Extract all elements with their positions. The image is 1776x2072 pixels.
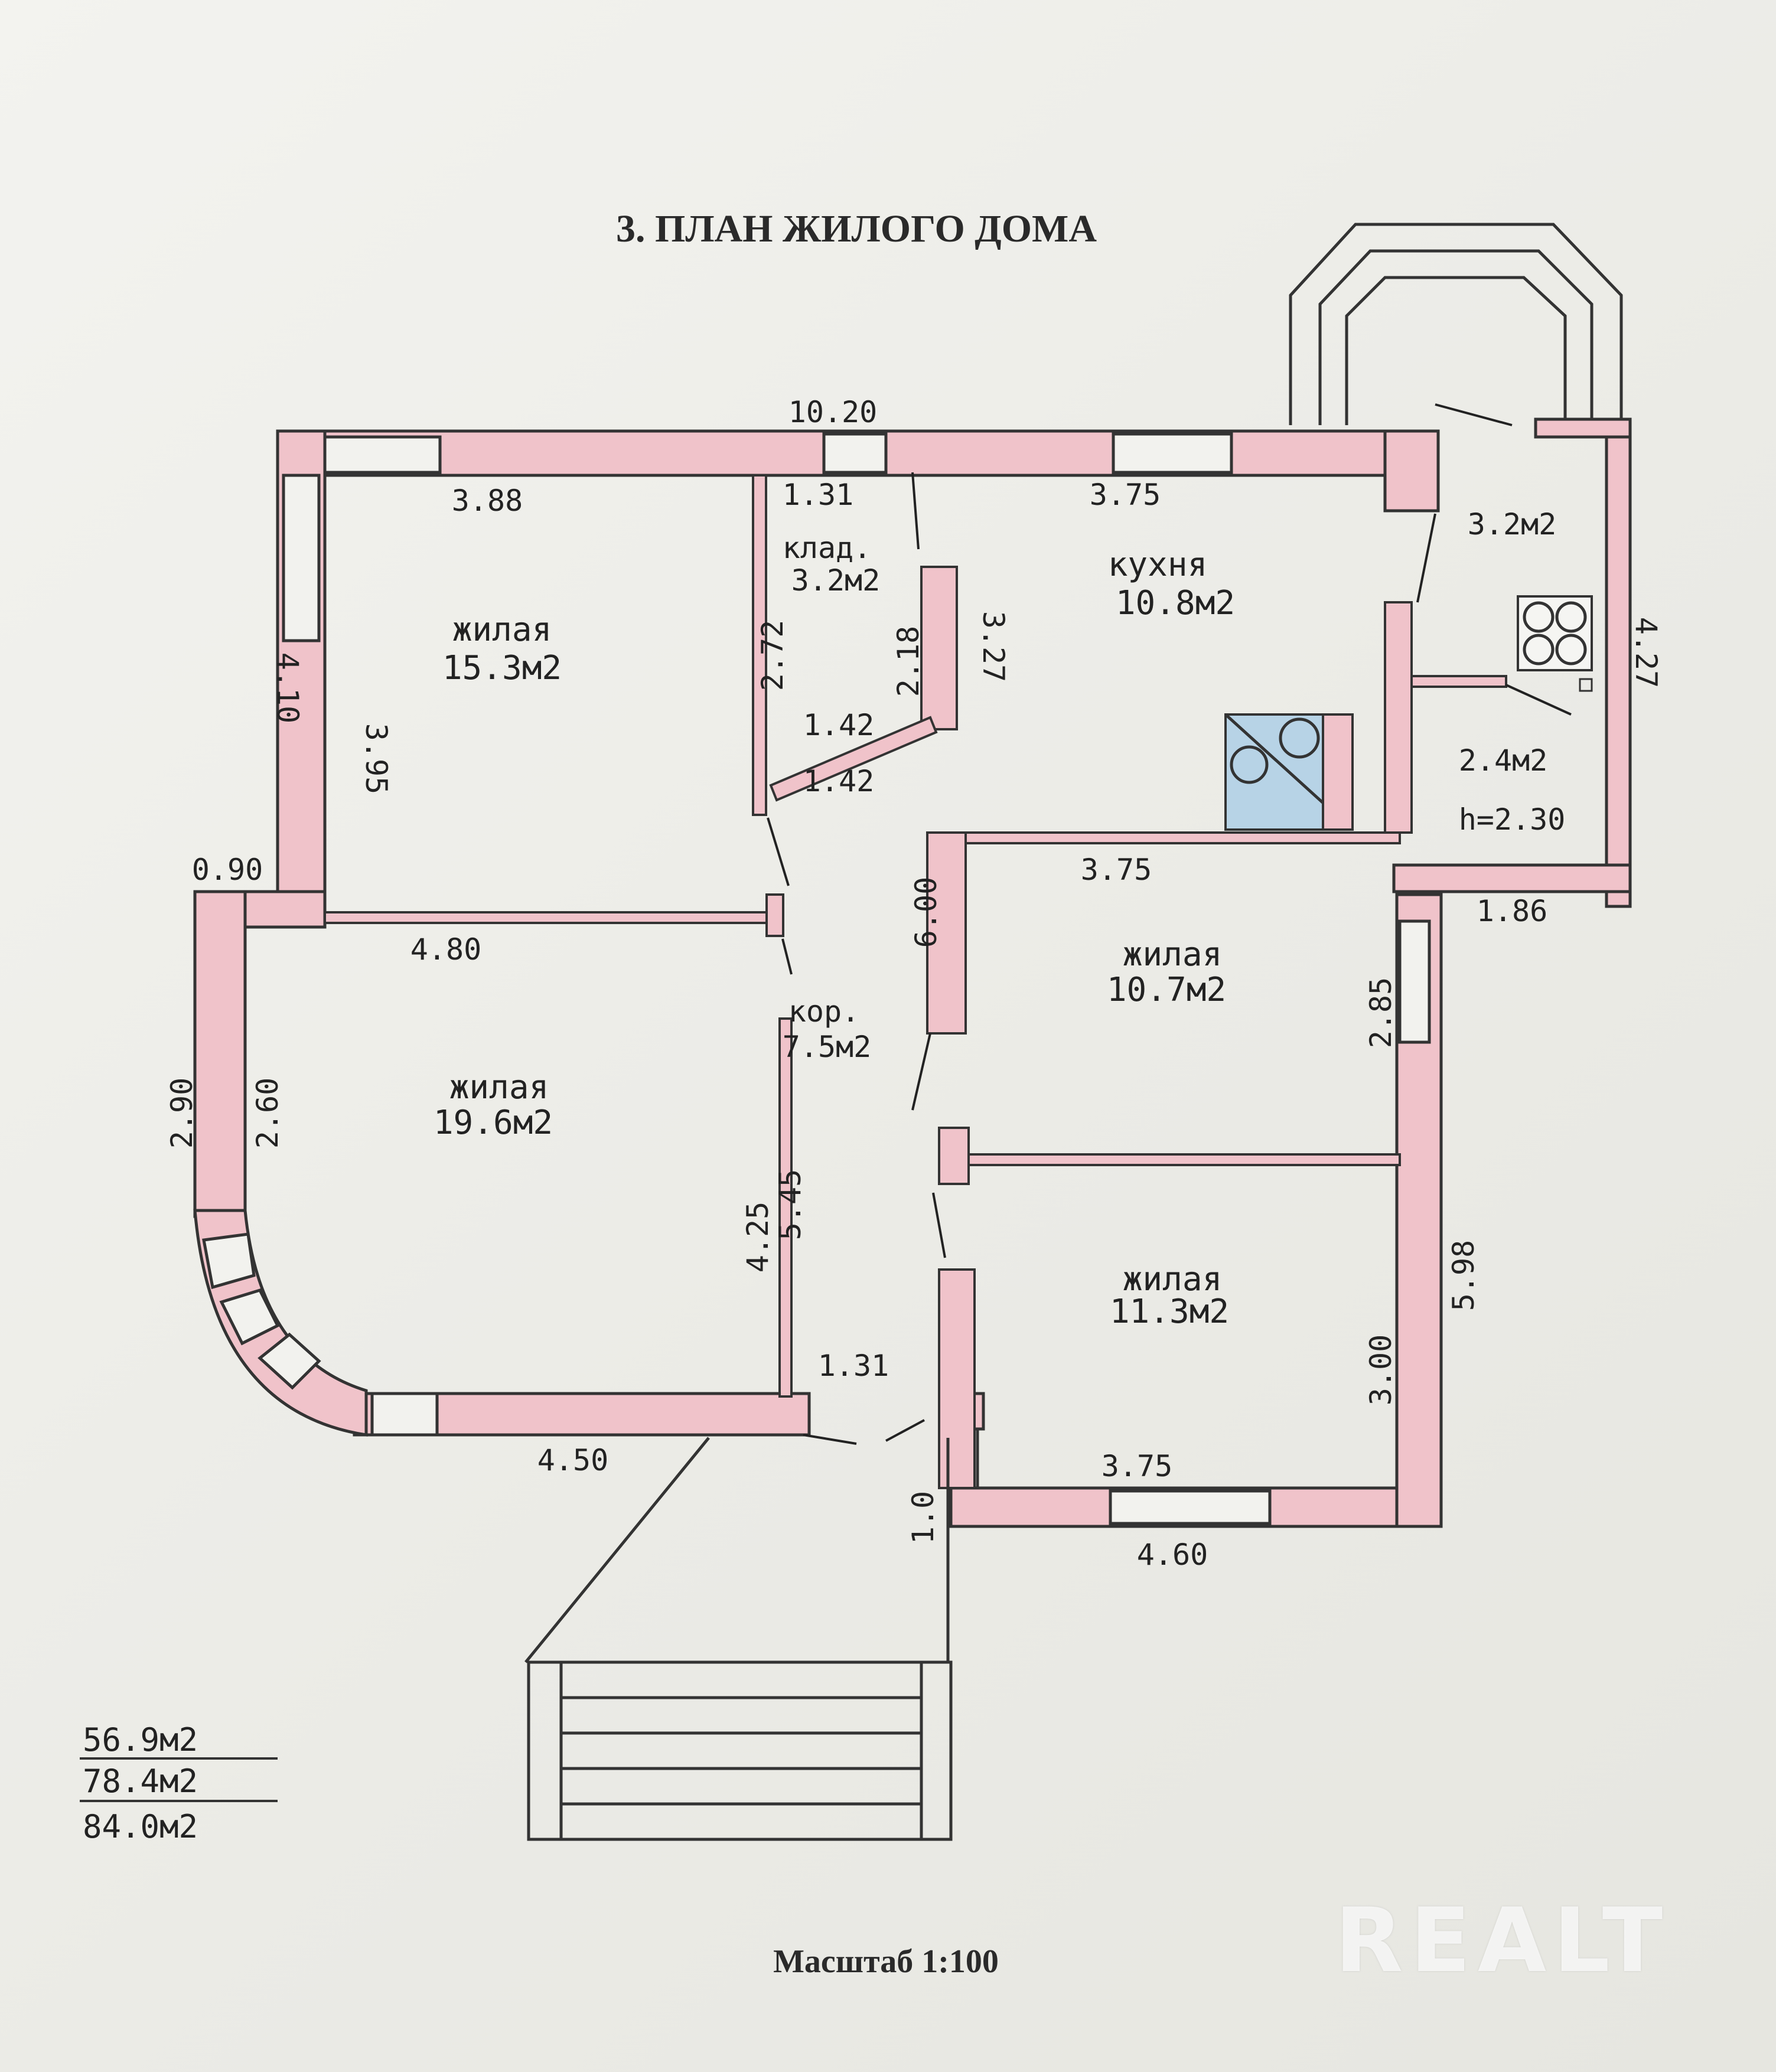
dim-storage-h2: 2.18 — [891, 626, 926, 697]
dim-door-width: 1.31 — [818, 1349, 889, 1383]
stove-icon — [1224, 713, 1354, 831]
dim-porch: 1.0 — [906, 1491, 940, 1544]
porch-stairs — [524, 1437, 953, 1841]
cooktop-icon — [1517, 595, 1593, 692]
dim-e2-height: 3.00 — [1364, 1334, 1398, 1405]
dim-e1-top: 3.75 — [1081, 853, 1152, 887]
room-corridor-area: 7.5м2 — [783, 1030, 872, 1064]
plan-title: 3. ПЛАН ЖИЛОГО ДОМА — [615, 207, 1097, 250]
dim-kitchen-top: 3.75 — [1090, 478, 1161, 512]
dim-corridor-h2: 5.45 — [773, 1169, 807, 1240]
dim-step-offset: 0.90 — [192, 853, 263, 887]
doors — [767, 403, 1572, 1445]
dim-sw-top: 4.80 — [410, 932, 481, 967]
dim-e1-height: 2.85 — [1364, 977, 1398, 1048]
dim-storage-d2: 1.42 — [803, 764, 874, 798]
dim-corridor-len: 6.00 — [909, 877, 943, 948]
dim-right-outer: 5.98 — [1446, 1240, 1481, 1311]
dim-nw-top: 3.88 — [452, 484, 523, 518]
room-living-e2-name: жилая — [1123, 1260, 1223, 1298]
interior-walls — [324, 474, 1507, 1489]
dimension-labels: 10.20 3.88 1.31 3.75 4.10 3.95 2.72 2.18… — [165, 395, 1663, 1572]
dim-storage-h1: 2.72 — [755, 620, 790, 691]
scale-label: Масштаб 1:100 — [773, 1943, 999, 1980]
room-annex-top-area: 3.2м2 — [1468, 507, 1557, 541]
room-living-e1-area: 10.7м2 — [1107, 971, 1226, 1009]
area-summary: 56.9м2 78.4м2 84.0м2 — [80, 1721, 278, 1845]
room-living-nw-name: жилая — [452, 611, 552, 649]
area-total: 78.4м2 — [83, 1763, 198, 1800]
watermark: REALT — [1335, 1890, 1670, 1992]
room-living-sw-name: жилая — [449, 1068, 549, 1107]
room-living-sw-area: 19.6м2 — [434, 1104, 553, 1142]
area-living: 56.9м2 — [83, 1721, 198, 1758]
room-annex-bottom-area: 2.4м2 — [1459, 743, 1548, 778]
dim-annex-bottom-width: 1.86 — [1477, 894, 1547, 928]
room-storage-name: клад. — [783, 531, 872, 565]
room-kitchen-name: кухня — [1108, 546, 1208, 584]
dim-left-upper-outer: 4.10 — [271, 652, 305, 723]
room-living-e2-area: 11.3м2 — [1110, 1293, 1229, 1331]
dim-left-lower-outer: 2.90 — [165, 1078, 199, 1148]
dim-sw-left: 2.60 — [250, 1078, 285, 1148]
dim-e2-inner: 3.75 — [1102, 1449, 1172, 1483]
room-annex-bottom-height: h=2.30 — [1459, 802, 1566, 837]
dim-corridor-h1: 4.25 — [741, 1202, 775, 1272]
room-labels: жилая 15.3м2 клад. 3.2м2 кухня 10.8м2 жи… — [434, 507, 1565, 1331]
curved-windows — [202, 1232, 439, 1437]
room-living-e1-name: жилая — [1123, 935, 1223, 974]
dim-top-total: 10.20 — [788, 395, 878, 429]
dim-storage-d1: 1.42 — [803, 708, 874, 742]
area-gross: 84.0м2 — [83, 1808, 198, 1845]
dim-storage-h3: 3.27 — [976, 611, 1011, 682]
dim-storage-top: 1.31 — [783, 478, 853, 512]
room-corridor-name: кор. — [788, 994, 859, 1029]
room-kitchen-area: 10.8м2 — [1116, 584, 1235, 622]
room-storage-area: 3.2м2 — [791, 563, 881, 598]
dim-e2-outer: 4.60 — [1137, 1538, 1208, 1572]
dim-sw-bottom: 4.50 — [537, 1443, 608, 1477]
dim-annex-outer: 4.27 — [1629, 617, 1663, 688]
room-living-nw-area: 15.3м2 — [442, 649, 562, 687]
bay-window — [1289, 223, 1623, 425]
windows — [282, 432, 1431, 1525]
dim-nw-height: 3.95 — [359, 723, 393, 794]
